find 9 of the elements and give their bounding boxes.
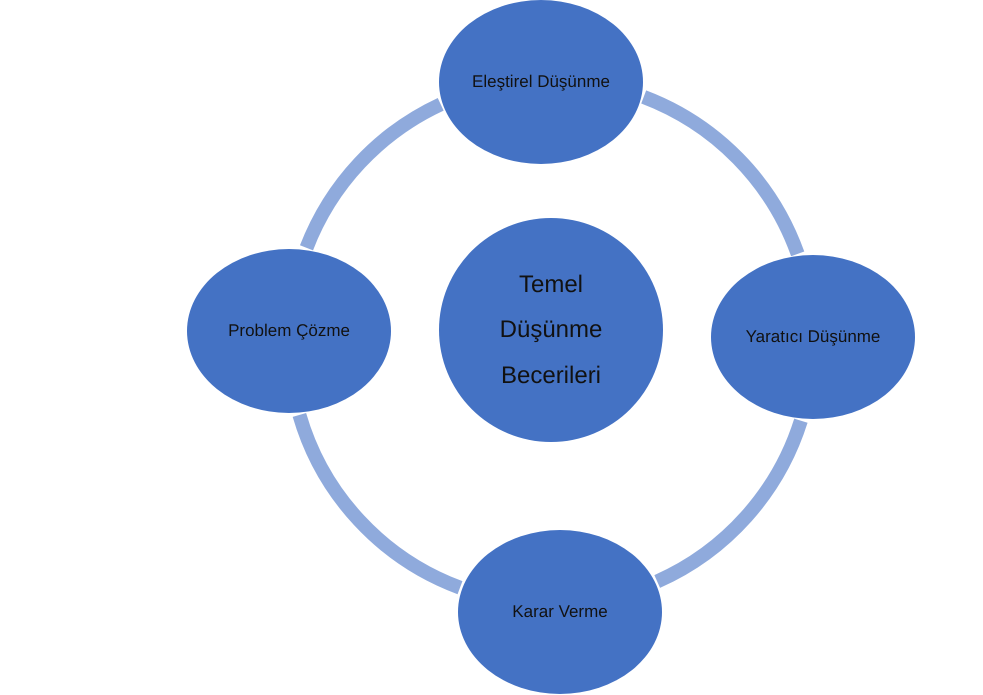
- node-label: Temel Düşünme Becerileri: [498, 270, 604, 391]
- arc-connector: [640, 90, 804, 257]
- node-label: Karar Verme: [512, 600, 608, 623]
- arc-connector: [654, 418, 808, 588]
- node-label: Eleştirel Düşünme: [472, 70, 610, 93]
- node-label: Problem Çözme: [228, 320, 350, 342]
- node-label: Yaratıcı Düşünme: [746, 326, 880, 348]
- arc-connector: [292, 412, 463, 594]
- arc-connector: [300, 98, 444, 251]
